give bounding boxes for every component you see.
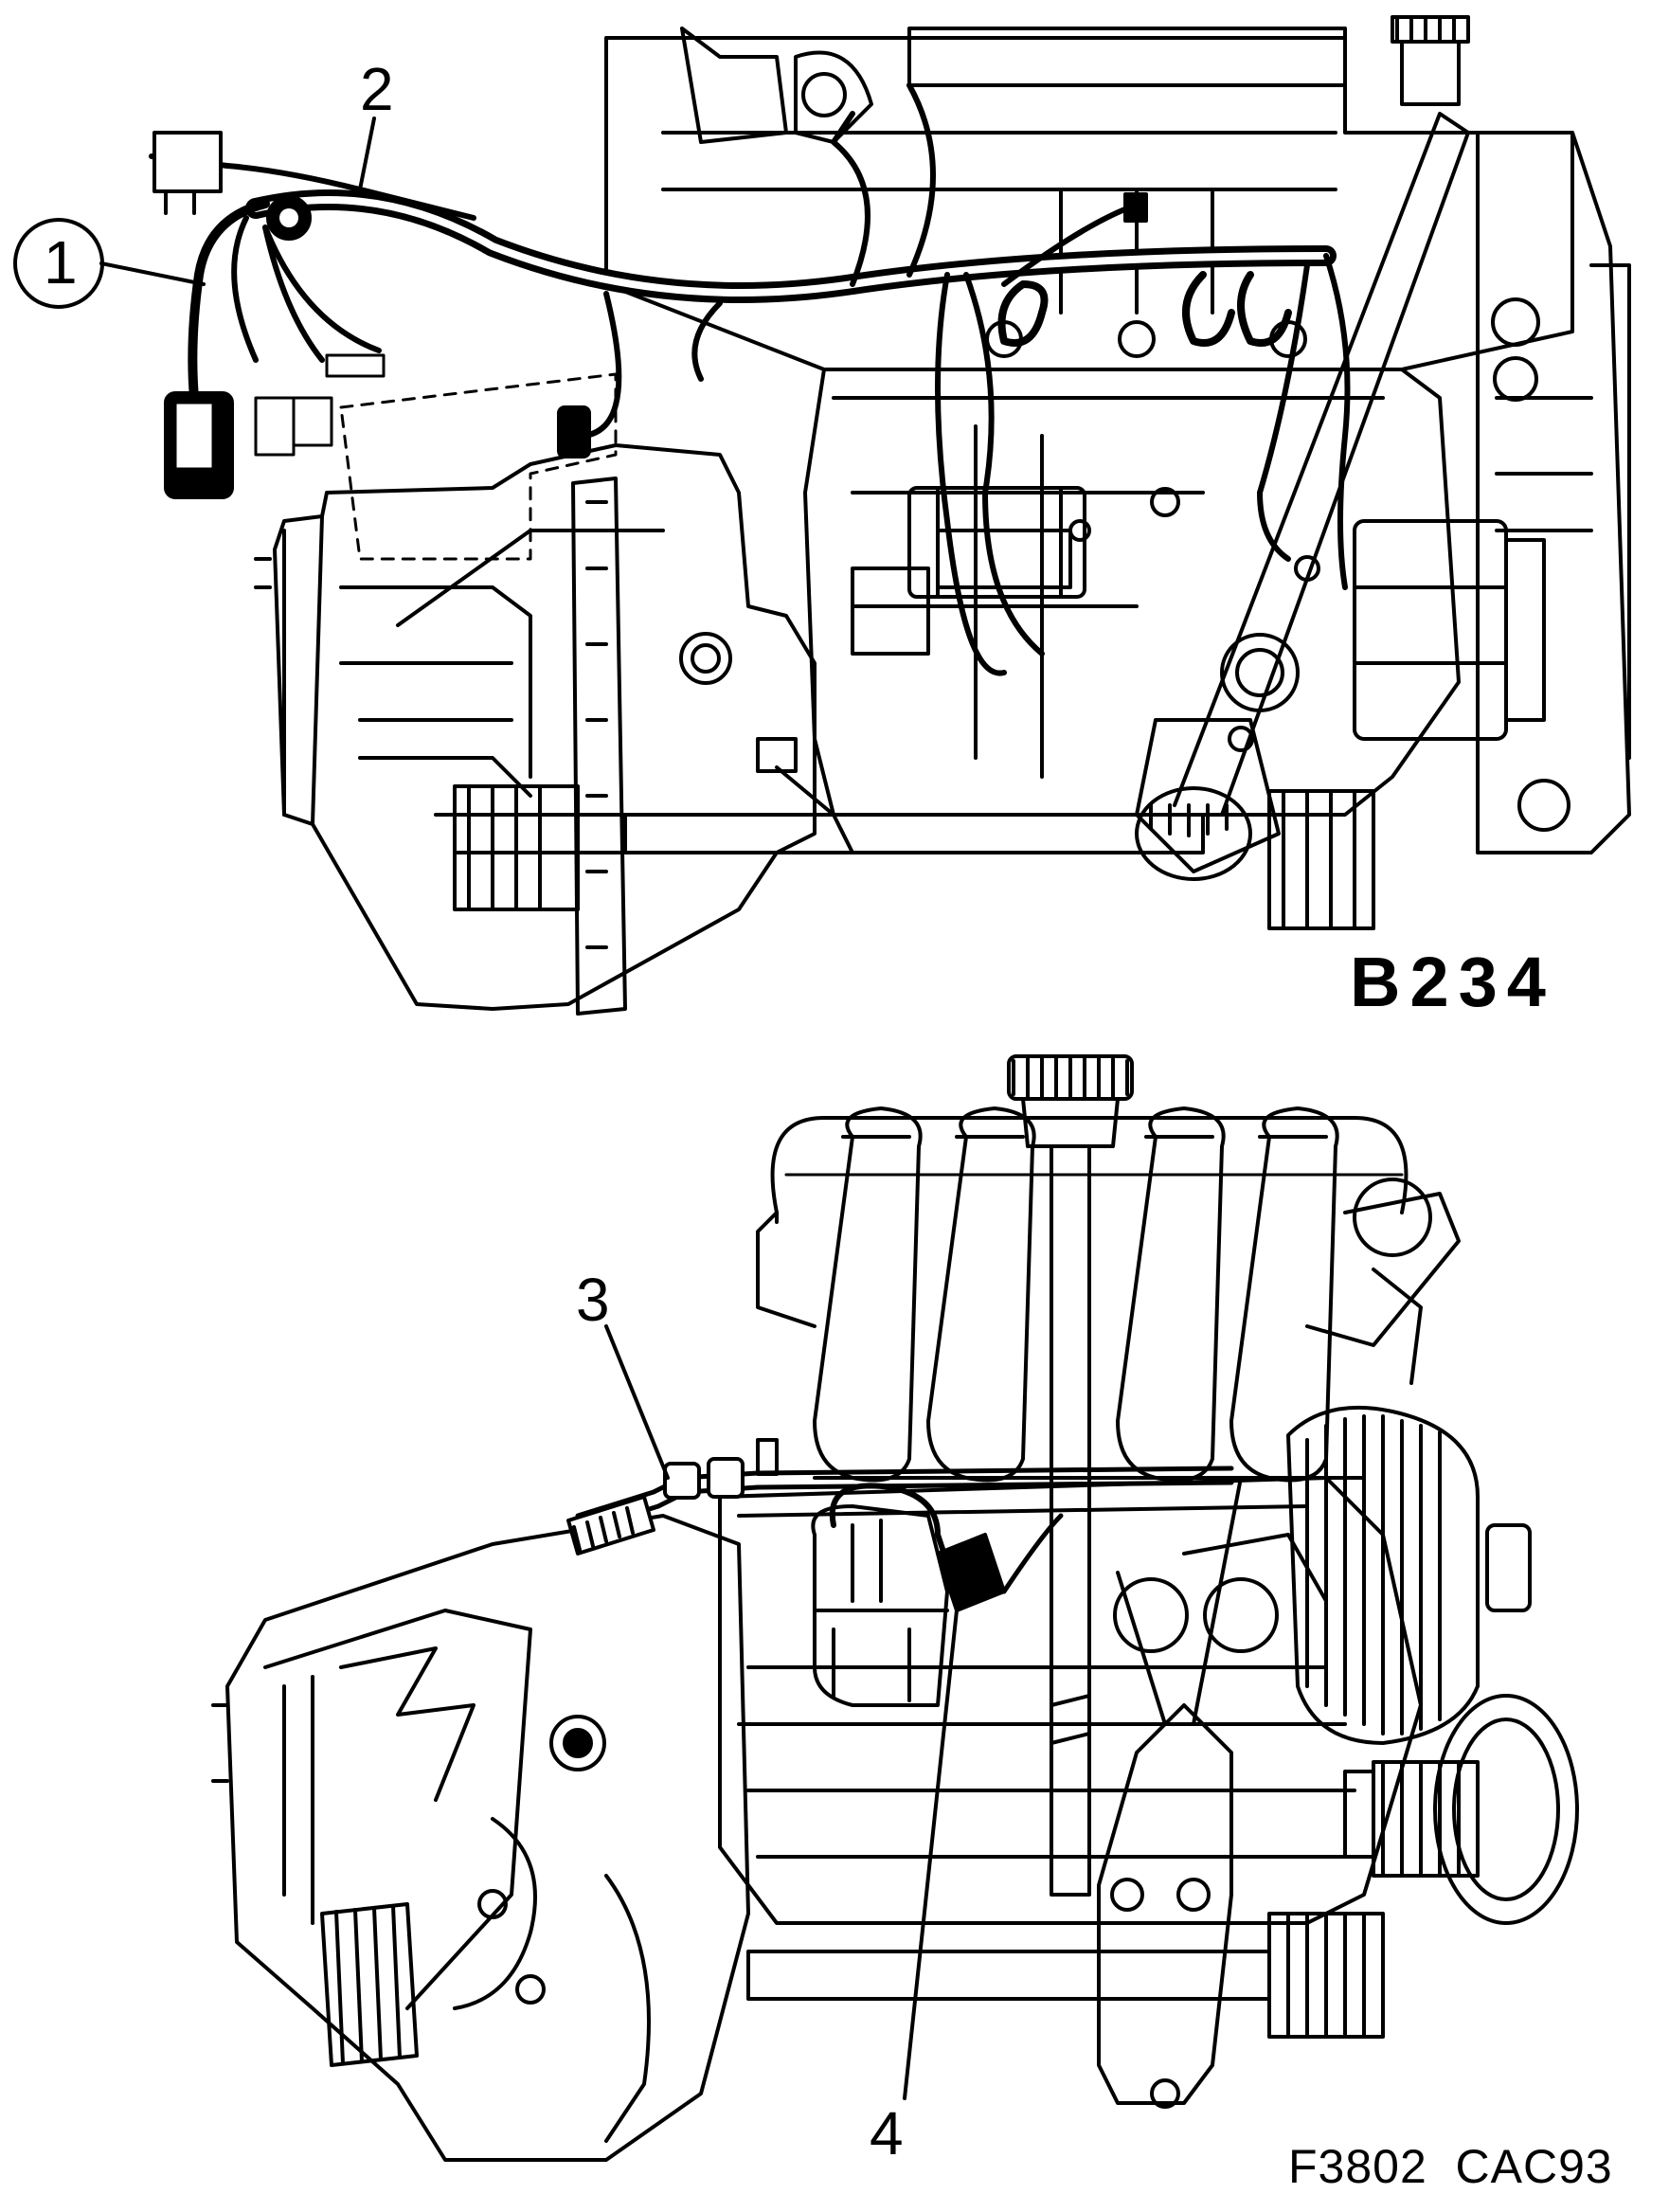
callout-1-number: 1: [44, 228, 78, 297]
top-driveshaft: [453, 784, 1375, 930]
bottom-intake-manifold: [756, 1106, 1409, 1483]
bottom-driveshafts: [320, 1902, 1385, 2067]
bottom-alternator: [1286, 1178, 1532, 1745]
bottom-engine-mount: [1097, 1476, 1243, 2109]
bottom-gearbox: [211, 1514, 750, 2162]
top-dashed-outline: [339, 372, 618, 561]
top-starter-motor: [851, 486, 1091, 656]
callout-1-circle: [13, 218, 104, 309]
callout-4-number: 4: [870, 2099, 904, 2167]
bottom-oil-filler: [1007, 1054, 1134, 1897]
top-auxiliary-unit: [1353, 519, 1546, 741]
top-timing-cover: [1476, 131, 1631, 854]
callout-3-number: 3: [576, 1266, 610, 1334]
bottom-starter-motor: [811, 1504, 949, 1707]
leader-line-1: [99, 261, 206, 286]
leader-line-3: [604, 1324, 670, 1480]
engine-code-label: B234: [1350, 943, 1555, 1021]
bottom-engine-drawing: [211, 1054, 1579, 2162]
figure-code-label: F3802 CAC93: [1288, 2140, 1613, 2193]
leader-line-4: [903, 1609, 959, 2100]
top-engine-drawing: [13, 15, 1631, 1016]
top-oil-filter: [1135, 112, 1470, 881]
top-flange-plate: [571, 477, 627, 1016]
top-oil-filler: [1391, 15, 1470, 106]
top-gearbox: [254, 443, 854, 1011]
top-cylinder-head: [604, 27, 1574, 371]
leader-line-2: [358, 117, 376, 191]
bottom-crank-pulley: [1343, 1694, 1579, 1925]
top-engine-block: [803, 368, 1461, 817]
wiring-harness: [149, 82, 1351, 676]
bottom-fuel-line: [566, 1438, 1234, 1556]
callout-2-number: 2: [360, 55, 394, 123]
